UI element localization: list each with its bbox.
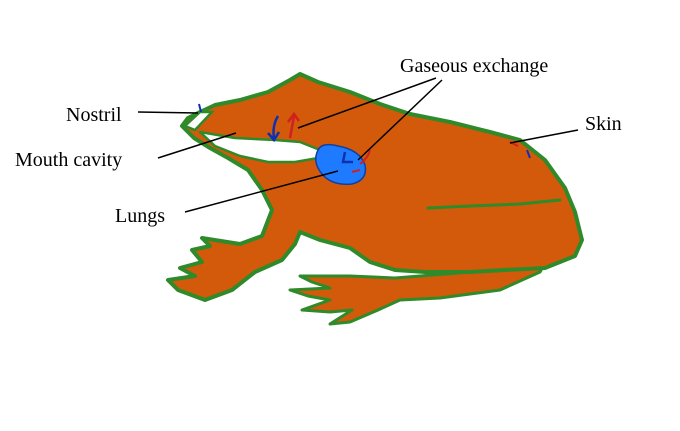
mouth-cavity-leader	[157, 132, 237, 159]
label-mouth-cavity: Mouth cavity	[15, 149, 123, 171]
skin-leader	[509, 129, 579, 144]
lungs-leader	[184, 170, 339, 213]
mouth-gas-arrows	[267, 111, 301, 143]
label-nostril: Nostril	[66, 104, 122, 126]
label-lungs: Lungs	[115, 205, 165, 227]
leader-lines	[137, 77, 579, 213]
nostril-leader	[137, 111, 199, 114]
snout-tip	[182, 110, 215, 132]
nostril-mark	[198, 103, 202, 113]
gaseous-exchange-leader-mouth	[297, 77, 437, 129]
label-gaseous-exchange: Gaseous exchange	[400, 55, 549, 77]
lung-gas-arrows	[341, 149, 371, 173]
gaseous-exchange-leader-lungs	[357, 79, 443, 161]
frog-body	[166, 72, 584, 302]
label-skin: Skin	[585, 113, 622, 135]
thigh-fold	[426, 198, 562, 210]
